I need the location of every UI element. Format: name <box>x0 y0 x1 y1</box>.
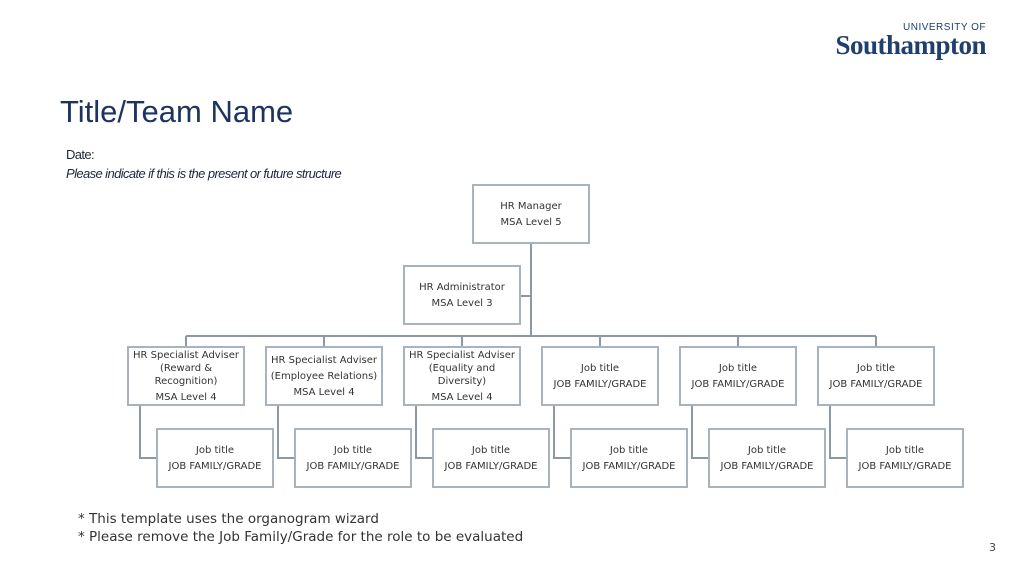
connector-sub-6 <box>829 406 846 459</box>
box-grade: JOB FAMILY/GRADE <box>829 378 923 390</box>
org-box-hr-administrator: HR Administrator MSA Level 3 <box>403 265 521 325</box>
box-grade: MSA Level 5 <box>500 216 562 228</box>
box-title: Job title <box>333 444 373 456</box>
org-box-row2-2: Job title JOB FAMILY/GRADE <box>294 428 412 488</box>
org-box-row1-2: HR Specialist Adviser (Employee Relation… <box>265 346 383 406</box>
box-title: Job title <box>471 444 511 456</box>
footnote-1: * This template uses the organogram wiza… <box>78 511 379 527</box>
connector-sub-3 <box>415 406 432 459</box>
logo-top-text: UNIVERSITY OF <box>903 22 986 33</box>
box-detail: (Equality and Diversity) <box>428 362 496 387</box>
box-grade: MSA Level 3 <box>431 297 493 309</box>
box-grade: JOB FAMILY/GRADE <box>306 460 400 472</box>
org-box-row1-6: Job title JOB FAMILY/GRADE <box>817 346 935 406</box>
box-title: Job title <box>609 444 649 456</box>
org-box-row1-1: HR Specialist Adviser (Reward & Recognit… <box>127 346 245 406</box>
box-title: Job title <box>747 444 787 456</box>
box-title: Job title <box>718 362 758 374</box>
box-grade: MSA Level 4 <box>155 391 217 403</box>
box-detail: (Reward & Recognition) <box>154 362 218 387</box>
structure-note: Please indicate if this is the present o… <box>66 166 342 181</box>
box-title: HR Specialist Adviser <box>409 349 515 361</box>
box-grade: JOB FAMILY/GRADE <box>691 378 785 390</box>
university-logo: UNIVERSITY OF Southampton <box>826 22 986 62</box>
org-box-row2-5: Job title JOB FAMILY/GRADE <box>708 428 826 488</box>
box-title: HR Administrator <box>419 281 505 293</box>
box-title: HR Manager <box>500 200 562 212</box>
org-box-hr-manager: HR Manager MSA Level 5 <box>472 184 590 244</box>
logo-main-text: Southampton <box>835 30 986 60</box>
box-grade: JOB FAMILY/GRADE <box>444 460 538 472</box>
box-title: Job title <box>885 444 925 456</box>
box-grade: JOB FAMILY/GRADE <box>553 378 647 390</box>
page-title: Title/Team Name <box>60 94 294 129</box>
footnote-2: * Please remove the Job Family/Grade for… <box>78 529 524 545</box>
box-title: Job title <box>195 444 235 456</box>
org-box-row2-4: Job title JOB FAMILY/GRADE <box>570 428 688 488</box>
box-title: HR Specialist Adviser <box>133 349 239 361</box>
org-box-row1-5: Job title JOB FAMILY/GRADE <box>679 346 797 406</box>
connector-sub-5 <box>691 406 708 459</box>
org-box-row2-3: Job title JOB FAMILY/GRADE <box>432 428 550 488</box>
org-box-row2-1: Job title JOB FAMILY/GRADE <box>156 428 274 488</box>
box-grade: JOB FAMILY/GRADE <box>858 460 952 472</box>
box-title: Job title <box>856 362 896 374</box>
connector-sub-1 <box>139 406 156 459</box>
box-grade: MSA Level 4 <box>293 386 355 398</box>
connector-sub-2 <box>277 406 294 459</box>
box-grade: JOB FAMILY/GRADE <box>720 460 814 472</box>
page-number: 3 <box>989 541 996 554</box>
org-box-row2-6: Job title JOB FAMILY/GRADE <box>846 428 964 488</box>
connector-sub-4 <box>553 406 570 459</box>
box-title: Job title <box>580 362 620 374</box>
org-box-row1-4: Job title JOB FAMILY/GRADE <box>541 346 659 406</box>
box-grade: JOB FAMILY/GRADE <box>582 460 676 472</box>
box-detail: (Employee Relations) <box>270 370 378 382</box>
box-title: HR Specialist Adviser <box>271 354 377 366</box>
org-box-row1-3: HR Specialist Adviser (Equality and Dive… <box>403 346 521 406</box>
box-grade: JOB FAMILY/GRADE <box>168 460 262 472</box>
box-grade: MSA Level 4 <box>431 391 493 403</box>
date-label: Date: <box>66 147 95 162</box>
